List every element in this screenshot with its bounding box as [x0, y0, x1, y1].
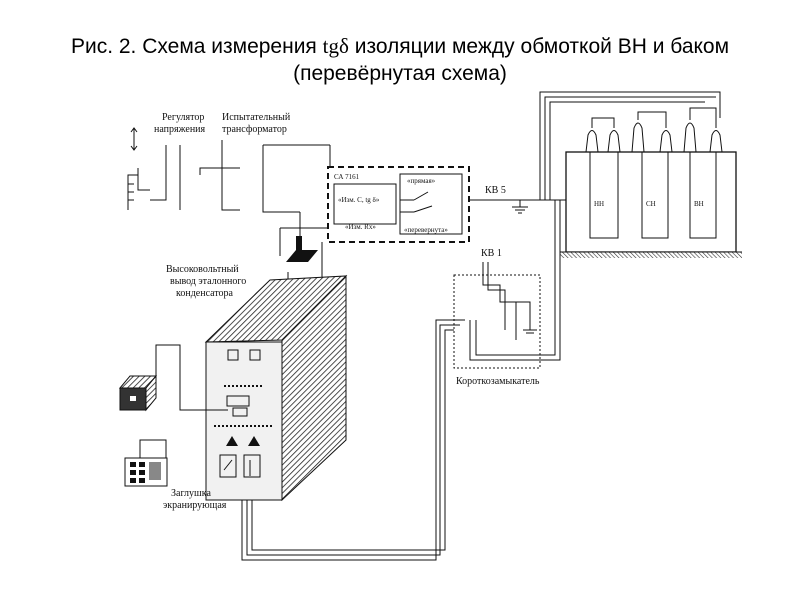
reference-capacitor: Высоковольтный вывод эталонного конденса… — [166, 236, 348, 502]
capacitor-label-3: конденсатора — [176, 288, 234, 299]
test-transformer-label-2: трансформатор — [222, 124, 287, 135]
short-circuiter: КВ 1 Короткозамыкатель — [241, 200, 561, 561]
ground-icon — [512, 200, 528, 214]
bridge-mode-2: «Изм. Rx» — [345, 223, 376, 231]
title-suffix: изоляции между обмоткой ВН и баком — [348, 35, 730, 58]
winding-nn: НН — [594, 200, 604, 208]
voltage-regulator: Регулятор напряжения — [127, 112, 206, 210]
figure-subtitle: (перевёрнутая схема) — [293, 62, 507, 85]
test-transformer-label-1: Испытательный — [222, 112, 291, 123]
kv1-label: КВ 1 — [481, 248, 502, 259]
winding-sn: СН — [646, 200, 656, 208]
ground-icon — [523, 322, 537, 334]
bridge-ca7161: СА 7161 «Изм. С, tg δ» «Изм. Rx» «прямая… — [327, 166, 470, 243]
measuring-device — [118, 344, 228, 412]
shield-plug-label-2: экранирующая — [163, 500, 227, 511]
shield-plug: Заглушка экранирующая — [163, 488, 227, 511]
figure-title: Рис. 2. Схема измерения tgδ изоляции меж… — [0, 34, 800, 59]
capacitor-label-1: Высоковольтный — [166, 264, 239, 275]
wires — [279, 91, 721, 270]
bridge-direct: «прямая» — [407, 177, 436, 185]
shield-plug-label-1: Заглушка — [171, 488, 211, 499]
capacitor-label-2: вывод эталонного — [170, 276, 246, 287]
hazard-icon — [226, 436, 260, 446]
kv5-label: КВ 5 — [485, 185, 506, 196]
arrow-updown-icon — [130, 127, 138, 151]
bridge-label: СА 7161 — [334, 173, 360, 181]
short-circuiter-label: Короткозамыкатель — [456, 376, 540, 387]
bridge-inverted: «перевернута» — [404, 226, 448, 234]
title-prefix: Рис. 2. Схема измерения — [70, 35, 323, 58]
title-symbol: tgδ — [322, 34, 349, 58]
keypad-icon — [124, 439, 168, 487]
bridge-mode-1: «Изм. С, tg δ» — [338, 196, 380, 204]
regulator-label-2: напряжения — [154, 124, 206, 135]
winding-vn: ВН — [694, 200, 704, 208]
kv5: КВ 5 — [485, 185, 528, 214]
test-transformer: Испытательный трансформатор — [199, 112, 330, 213]
regulator-label-1: Регулятор — [162, 112, 204, 123]
transformer-tank: НН СН ВН — [560, 107, 742, 258]
